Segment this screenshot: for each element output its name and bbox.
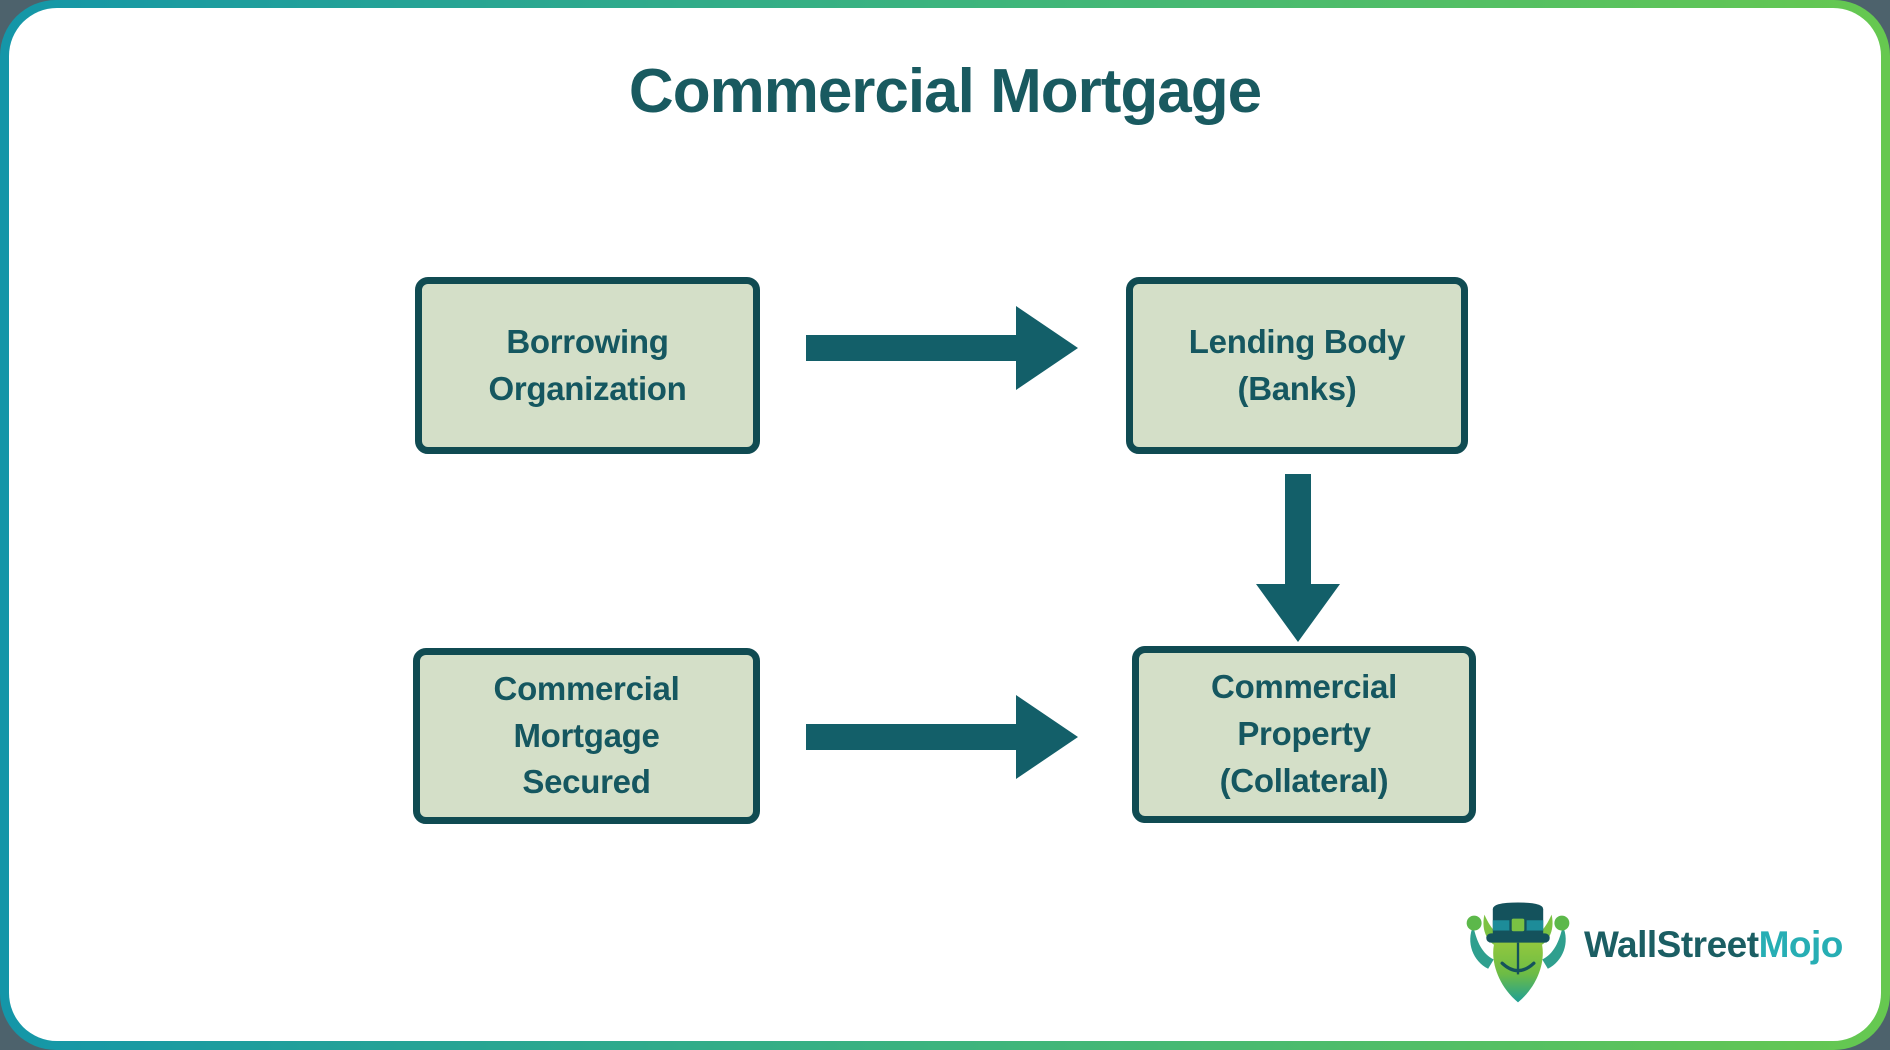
arrow-down-icon [1256,474,1340,642]
arrow-right-icon [806,306,1078,390]
node-label: Commercial Mortgage Secured [493,669,680,801]
page-title: Commercial Mortgage [628,57,1262,126]
node-label: Borrowing Organization [488,322,687,407]
bull-mascot-icon [1466,902,1570,1003]
logo-text-wallstreet: WallStreet [1584,924,1759,965]
logo-text-mojo: Mojo [1758,924,1844,965]
node-lending-body: Lending Body (Banks) [1126,277,1468,454]
node-commercial-mortgage-secured: Commercial Mortgage Secured [413,648,760,824]
logo-wordmark: WallStreetMojo [1584,924,1843,966]
wallstreetmojo-logo: WallStreetMojo [1462,893,1843,1011]
node-label: Commercial Property (Collateral) [1211,668,1397,799]
node-borrowing-organization: Borrowing Organization [415,277,760,454]
node-commercial-property-collateral: Commercial Property (Collateral) [1132,646,1476,823]
page-background [9,8,1881,1041]
arrow-right-icon [806,695,1078,779]
node-label: Lending Body (Banks) [1188,322,1406,407]
